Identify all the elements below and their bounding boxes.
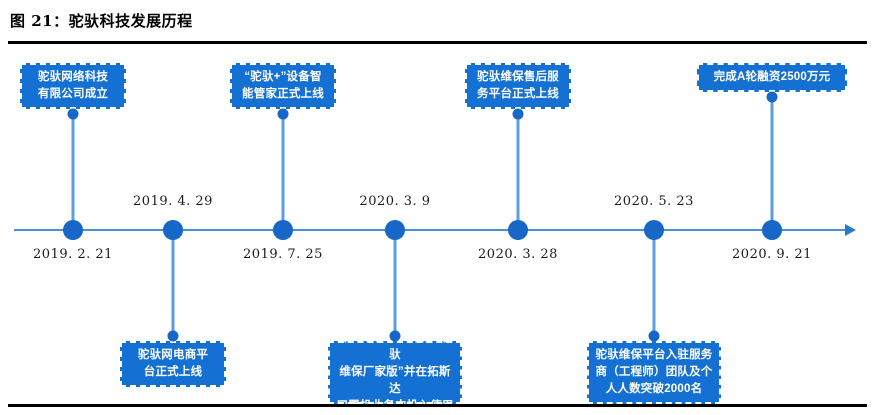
timeline-node[interactable]: [508, 220, 528, 240]
event-callout-label: 驼驮维保售后服务平台正式上线: [477, 71, 559, 100]
timeline-node[interactable]: [163, 220, 183, 240]
event-connector-dot: [648, 330, 660, 342]
timeline-date-label: 2020. 3. 28: [478, 247, 558, 262]
timeline-date-label: 2019. 7. 25: [243, 247, 323, 262]
timeline-node[interactable]: [385, 220, 405, 240]
timeline-date-label: 2020. 5. 23: [614, 194, 694, 209]
event-callout[interactable]: 驼驮维保售后服务平台正式上线: [465, 63, 571, 109]
event-connector-dot: [277, 108, 289, 120]
event-connector-stem: [281, 109, 285, 230]
timeline-date-label: 2019. 2. 21: [33, 247, 113, 262]
event-connector-dot: [67, 108, 79, 120]
title-divider: [8, 41, 867, 44]
timeline-node[interactable]: [762, 220, 782, 240]
timeline-date-label: 2019. 4. 29: [133, 194, 213, 209]
bottom-divider: [8, 404, 867, 407]
event-callout-label: 驼驮维保平台入驻服务商（工程师）团队及个人人数突破2000名: [595, 349, 713, 395]
event-connector-stem: [171, 230, 175, 341]
timeline-date-label: 2020. 9. 21: [732, 247, 812, 262]
event-callout-label: “驼驮+”设备智能管家正式上线: [242, 71, 324, 100]
event-connector-dot: [766, 91, 778, 103]
event-connector-stem: [652, 230, 656, 341]
timeline-date-label: 2020. 3. 9: [359, 194, 431, 209]
event-connector-stem: [770, 92, 774, 230]
timeline-arrow-icon: [845, 224, 856, 236]
timeline-node[interactable]: [63, 220, 83, 240]
event-connector-stem: [71, 109, 75, 230]
event-connector-stem: [393, 230, 397, 341]
event-callout-label: 驼驮网络科技有限公司成立: [37, 71, 109, 100]
event-callout-label: 完成A轮融资2500万元: [713, 71, 831, 83]
event-callout[interactable]: “驼驮+”设备智能管家正式上线: [230, 63, 336, 109]
event-connector-stem: [516, 109, 520, 230]
event-connector-dot: [512, 108, 524, 120]
event-callout[interactable]: 驼驮网电商平台正式上线: [120, 341, 226, 387]
page-title: 图 21：驼驮科技发展历程: [10, 12, 193, 30]
event-callout-label: 驼驮网电商平台正式上线: [137, 349, 209, 378]
event-callout[interactable]: 驼驮网络科技有限公司成立: [20, 63, 126, 109]
timeline-node[interactable]: [273, 220, 293, 240]
timeline-node[interactable]: [644, 220, 664, 240]
event-callout[interactable]: 完成A轮融资2500万元: [697, 63, 847, 92]
event-connector-dot: [167, 330, 179, 342]
event-callout[interactable]: 驼驮维保平台入驻服务商（工程师）团队及个人人数突破2000名: [587, 341, 721, 404]
timeline-axis: [14, 229, 849, 231]
event-connector-dot: [389, 330, 401, 342]
